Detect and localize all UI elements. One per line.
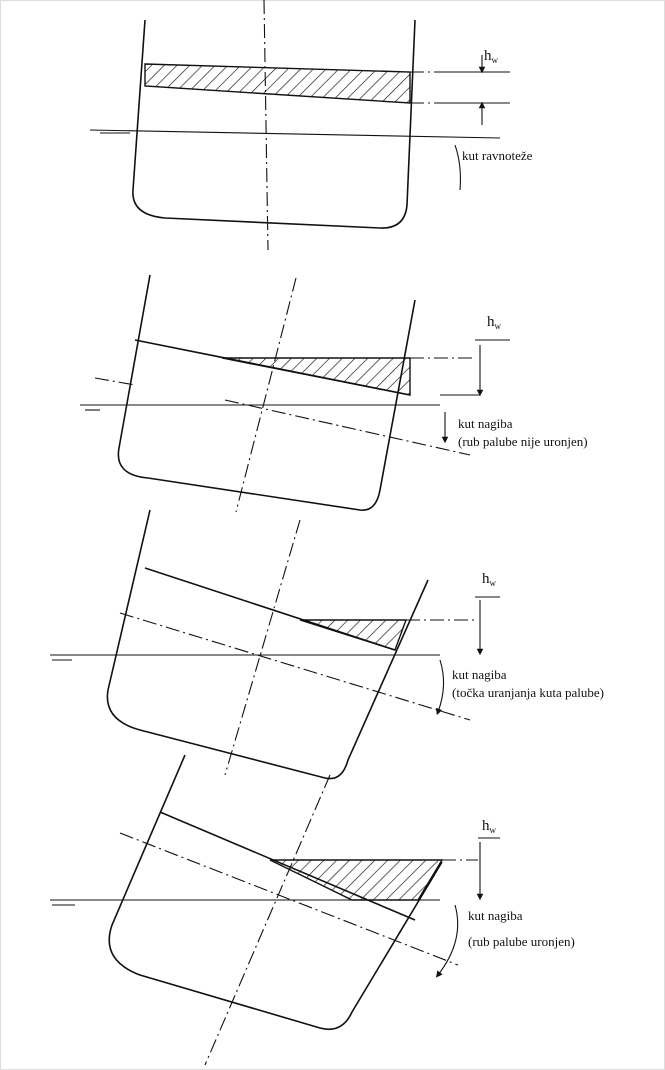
waterline: [89, 129, 501, 139]
hw-label: hw: [487, 314, 502, 331]
angle-arc: [454, 144, 461, 191]
hw-label: hw: [482, 818, 497, 835]
hull-outline: [132, 19, 416, 229]
panel-equilibrium: hw kut ravnoteže: [89, 0, 533, 251]
heeled-waterline: [119, 612, 471, 721]
panel-deck-not-immersed: hw kut nagiba (rub palube nije uronjen): [80, 274, 588, 513]
hull-outline: [108, 754, 443, 1031]
centerline: [263, 0, 269, 251]
panel-deck-immersed: hw kut nagiba (rub palube uronjen): [50, 754, 575, 1066]
caption: kut ravnoteže: [462, 148, 533, 163]
centerline: [224, 519, 301, 776]
angle-arc: [435, 904, 459, 978]
hull-outline: [117, 274, 416, 511]
water-on-deck-hatch: [144, 63, 411, 104]
hull-outline: [106, 509, 429, 780]
panel-deck-edge-immersion: hw kut nagiba (točka uranjanja kuta palu…: [50, 509, 604, 780]
caption: kut nagiba: [468, 908, 523, 923]
caption-detail: (rub palube nije uronjen): [458, 434, 588, 449]
water-on-deck-hatch: [221, 357, 411, 396]
caption-detail: (točka uranjanja kuta palube): [452, 685, 604, 700]
caption: kut nagiba: [458, 416, 513, 431]
heeled-waterline: [119, 832, 459, 966]
water-on-deck-hatch: [269, 859, 444, 901]
hw-label: hw: [482, 571, 497, 588]
hw-label: hw: [484, 48, 499, 65]
angle-arc: [436, 659, 445, 716]
caption: kut nagiba: [452, 667, 507, 682]
centerline: [235, 277, 297, 513]
water-on-deck-hatch: [299, 619, 408, 651]
heeled-waterline: [94, 377, 136, 386]
centerline: [204, 774, 331, 1066]
heeled-waterline: [224, 399, 471, 456]
caption-detail: (rub palube uronjen): [468, 934, 575, 949]
